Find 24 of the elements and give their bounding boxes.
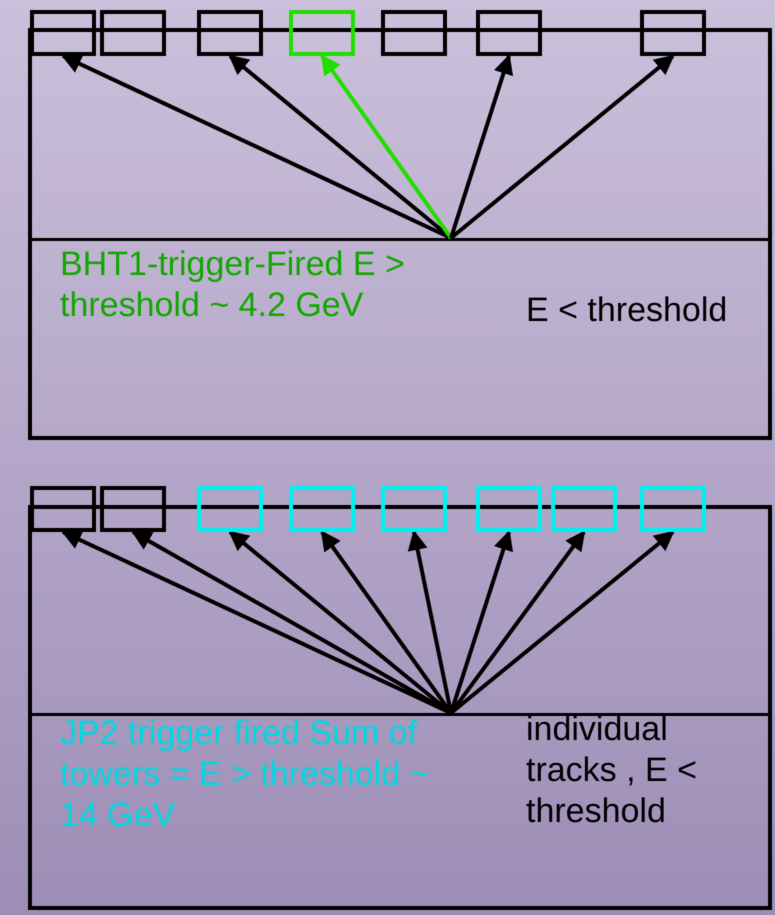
detector-panel (28, 505, 772, 910)
arrow (450, 54, 675, 240)
trigger-text: BHT1-trigger-Fired E > threshold ~ 4.2 GeV (60, 244, 406, 326)
arrow (320, 54, 453, 240)
tower-box (289, 10, 355, 56)
detector-panel (28, 28, 772, 440)
note-text: individual tracks , E < threshold (526, 709, 698, 832)
tower-box (100, 10, 166, 56)
tower-box (197, 10, 263, 56)
tower-box (476, 10, 542, 56)
tower-box (197, 486, 263, 532)
tower-box (476, 486, 542, 532)
tower-box (289, 486, 355, 532)
tower-box (100, 486, 166, 532)
trigger-text: JP2 trigger fired Sum of towers = E > threshold ~ 14 GeV (60, 713, 430, 836)
tower-box (640, 486, 706, 532)
tower-box (640, 10, 706, 56)
tower-box (381, 10, 447, 56)
tower-box (30, 10, 96, 56)
tower-box (551, 486, 617, 532)
tower-box (30, 486, 96, 532)
arrow (449, 54, 514, 239)
tower-box (381, 486, 447, 532)
note-text: E < threshold (526, 290, 728, 331)
